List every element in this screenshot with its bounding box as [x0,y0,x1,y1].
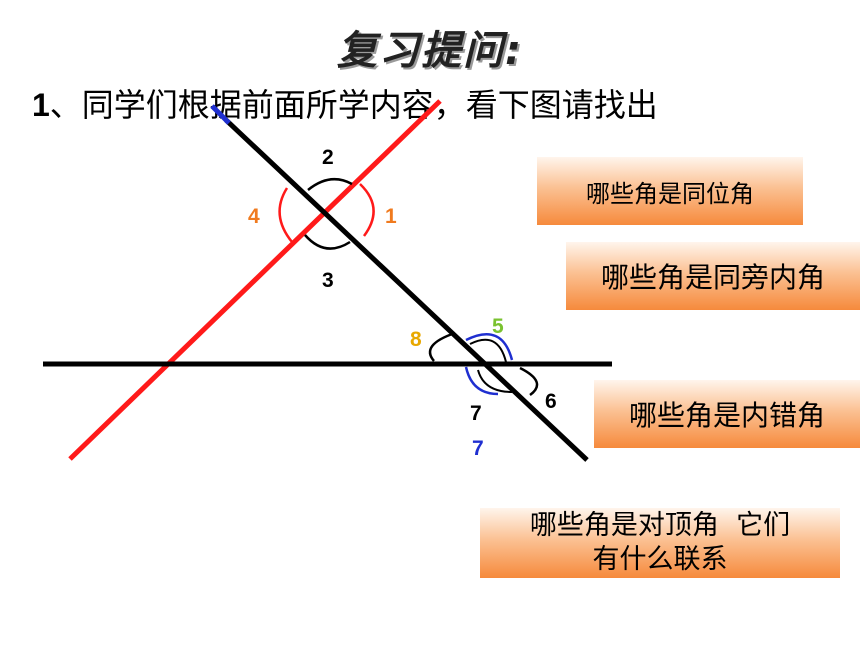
angle-arc-5 [465,332,514,361]
angle-label-8: 8 [410,328,422,351]
question-number: 1 [32,87,50,123]
question-box-vertical-angles: 哪些角是对顶角 它们 有什么联系 [480,508,840,578]
angle-label-2: 2 [322,146,334,169]
question-box-vertical-angles-line2: 有什么联系 [592,544,728,575]
blue-line-tip [210,104,231,125]
question-body: 、同学们根据前面所学内容，看下图请找出 [49,86,658,124]
angle-label-7-blue: 7 [472,437,484,460]
question-text: 1、同学们根据前面所学内容，看下图请找出 [32,80,658,126]
question-box-same-side-interior-angles: 哪些角是同旁内角 [566,242,860,310]
black-diagonal-line [224,118,589,462]
angle-label-7: 7 [470,402,482,425]
angle-arc-6 [519,366,539,397]
red-transversal-line [68,99,442,461]
angle-label-3: 3 [322,269,334,292]
angle-arc-2 [307,177,353,191]
angle-arc-7-black [477,369,513,393]
angle-arc-5-black [469,338,507,363]
angle-label-1: 1 [385,205,397,228]
angle-arc-3 [304,234,351,250]
angle-arc-7 [464,366,499,396]
angle-arc-4 [278,187,293,243]
angle-label-6: 6 [545,390,557,413]
angle-label-5: 5 [492,315,504,338]
question-box-corresponding-angles: 哪些角是同位角 [537,157,803,225]
angle-label-4: 4 [248,205,260,228]
angle-arc-1 [359,183,375,237]
question-box-vertical-angles-line1: 哪些角是对顶角 它们 [529,510,791,541]
page-title: 复习提问: [337,28,523,74]
angle-arc-8 [428,331,456,362]
question-box-alternate-interior-angles: 哪些角是内错角 [594,380,860,448]
